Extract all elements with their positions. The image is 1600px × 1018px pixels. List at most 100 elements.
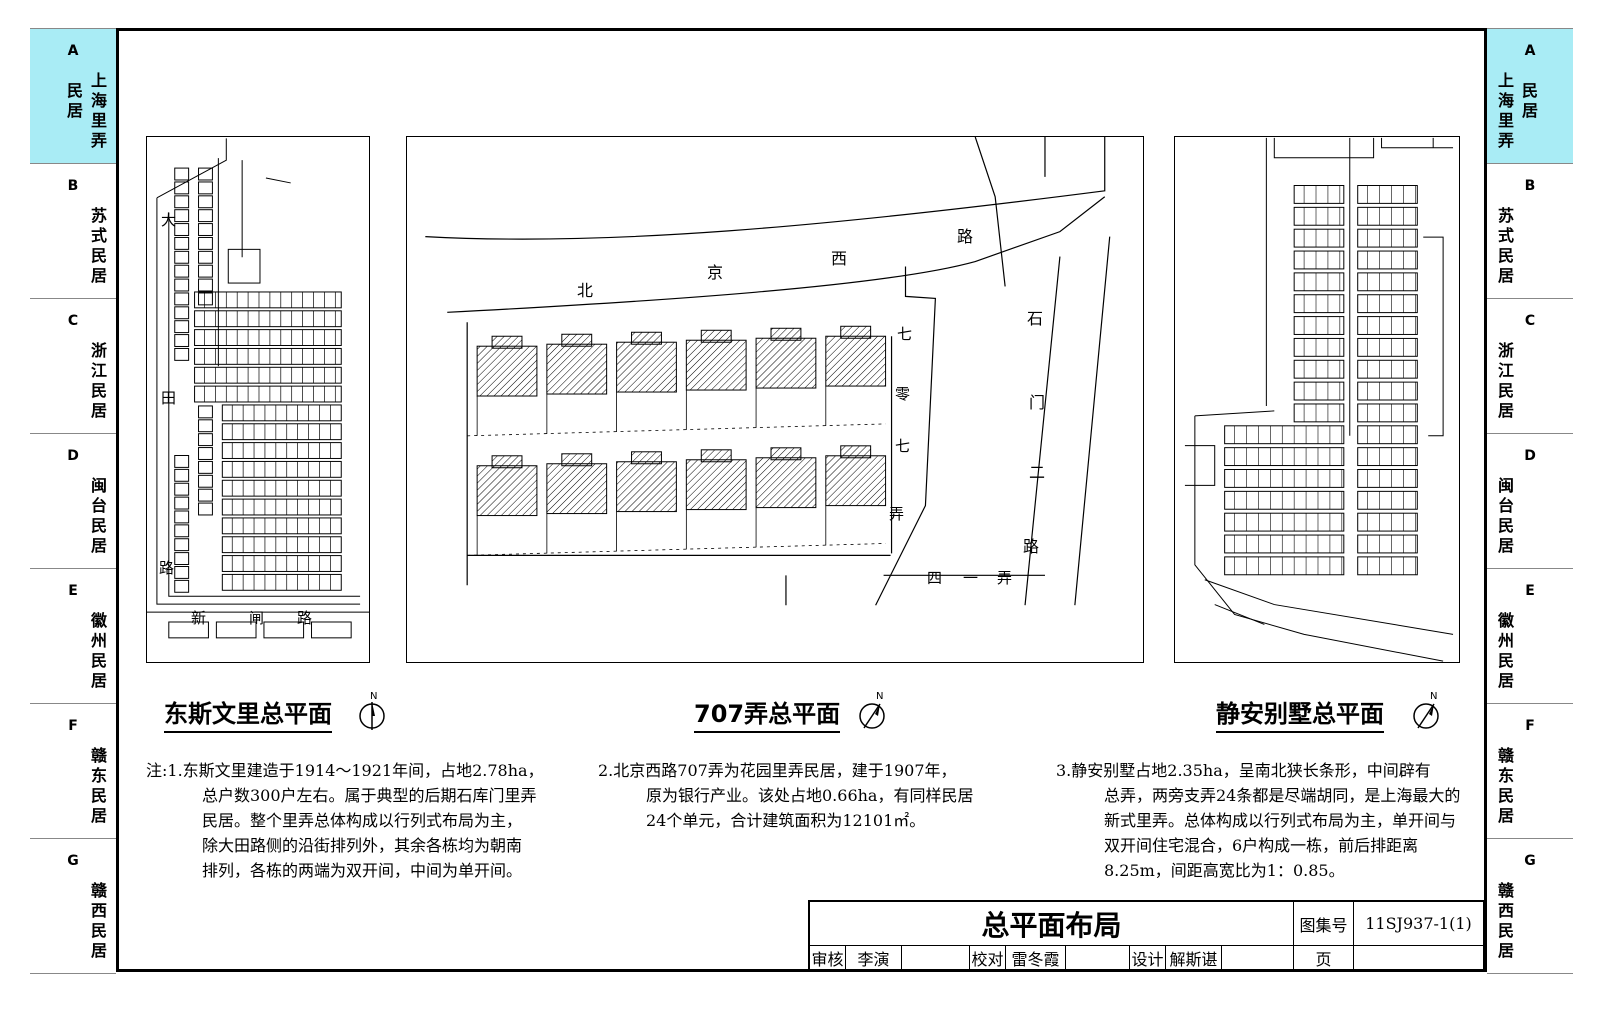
note-text: 2.北京西路707弄为花园里弄民居，建于1907年， 原为银行产业。该处占地0.… <box>598 758 1018 833</box>
plan-linework <box>174 552 190 566</box>
chapter-letter: G <box>1524 853 1536 869</box>
plan-linework <box>198 405 213 419</box>
plan-linework <box>840 325 872 339</box>
chapter-name-text: 民居 <box>66 81 83 120</box>
road-label: 石 <box>1027 309 1044 328</box>
plan-linework <box>221 573 342 591</box>
plan-linework <box>174 482 190 496</box>
plan-linework <box>215 621 257 639</box>
plan-linework <box>198 460 213 474</box>
plan-linework <box>1293 228 1345 248</box>
plan-linework <box>974 137 1046 287</box>
chapter-name-text: 赣东民居 <box>90 746 107 825</box>
lane-label: 一 <box>963 569 979 587</box>
plan-linework <box>476 345 538 397</box>
plan-linework <box>194 347 342 365</box>
plan-linework <box>425 137 1106 240</box>
plan-linework <box>825 335 887 387</box>
chapter-name: 徽州民居 <box>90 611 108 691</box>
plan-linework <box>700 329 732 343</box>
north-arrow-icon: N <box>358 690 388 730</box>
chapter-tab-e[interactable]: E 徽州民居 <box>1487 568 1573 704</box>
note-line: 2.北京西路707弄为花园里弄民居，建于1907年， <box>598 761 957 780</box>
chapter-name: 闽台民居 <box>1497 476 1515 556</box>
chapter-name: 民居上海里弄 <box>66 71 108 151</box>
chapter-tab-b[interactable]: B 苏式民居 <box>1487 163 1573 299</box>
chapter-name: 苏式民居 <box>90 206 108 286</box>
plan-linework <box>198 167 213 181</box>
chapter-letter: E <box>1525 583 1535 599</box>
chapter-letter: D <box>67 448 79 464</box>
plan-linework <box>1357 425 1418 445</box>
plan-linework <box>174 195 190 209</box>
lane-label: 七 <box>895 437 911 455</box>
site-plan-drawing <box>147 138 369 639</box>
plan-linework <box>825 455 887 507</box>
plan-linework <box>194 329 342 346</box>
chapter-name-text: 浙江民居 <box>90 341 107 420</box>
chapter-tab-e[interactable]: E 徽州民居 <box>30 568 116 704</box>
plan-linework <box>221 498 342 516</box>
road-label: 门 <box>1029 393 1046 412</box>
plan-linework <box>467 423 886 437</box>
plan-linework <box>685 339 747 391</box>
plan-linework <box>685 459 747 511</box>
chapter-tab-d[interactable]: D 闽台民居 <box>30 433 116 569</box>
plan-linework <box>1357 490 1418 510</box>
lane-label: 四 <box>927 569 943 587</box>
design-name: 解斯谌 <box>1166 946 1222 970</box>
plan-linework <box>221 423 342 441</box>
plan-linework <box>1293 359 1345 379</box>
drawing-frame <box>116 28 1487 972</box>
check-label: 校对 <box>970 946 1006 970</box>
chapter-name: 徽州民居 <box>1497 611 1515 691</box>
chapter-name: 闽台民居 <box>90 476 108 556</box>
chapter-letter: E <box>68 583 78 599</box>
note-line: 民居。整个里弄总体构成以行列式布局为主， <box>202 811 523 830</box>
plan-linework <box>476 465 538 517</box>
plan-linework <box>770 327 802 341</box>
plan-linework <box>198 209 213 223</box>
plan-linework <box>1357 447 1418 467</box>
north-arrow-icon: N <box>858 690 888 730</box>
sheet-title: 总平面布局 <box>810 902 1294 946</box>
plan-linework <box>174 455 190 468</box>
plan-linework <box>198 433 213 447</box>
plan-linework <box>1357 469 1418 488</box>
chapter-name-text: 上海里弄 <box>90 71 107 150</box>
plan-linework <box>174 468 190 482</box>
chapter-letter: G <box>67 853 79 869</box>
plan-title: 东斯文里总平面 <box>164 694 332 733</box>
plan-linework <box>174 524 190 538</box>
chapter-name-text: 徽州民居 <box>1497 611 1514 690</box>
title-block: 总平面布局 图集号 11SJ937-1(1) 审核 李演 校对 雷冬霞 设计 解… <box>808 900 1484 970</box>
design-label: 设计 <box>1130 946 1166 970</box>
plan-linework <box>1024 236 1111 606</box>
note-line: 新式里弄。总体构成以行列式布局为主，单开间与 <box>1104 811 1457 830</box>
plan-linework <box>1293 185 1345 204</box>
chapter-name-text: 闽台民居 <box>90 476 107 555</box>
plan-linework <box>1293 294 1345 314</box>
plan-linework <box>491 455 523 469</box>
note-text: 注:1.东斯文里建造于1914～1921年间，占地2.78ha， 总户数300户… <box>146 758 566 883</box>
plan-linework <box>221 404 342 422</box>
chapter-name-text: 苏式民居 <box>1497 206 1514 285</box>
design-sign <box>1222 946 1294 970</box>
plan-linework <box>198 236 213 250</box>
plan-linework <box>1293 250 1345 270</box>
chapter-letter: B <box>1524 178 1536 194</box>
plan-linework <box>198 419 213 433</box>
note-jingan-villa: 3.静安别墅占地2.35ha，呈南北狭长条形，中间辟有 总弄，两旁支弄24条都是… <box>1056 758 1476 883</box>
